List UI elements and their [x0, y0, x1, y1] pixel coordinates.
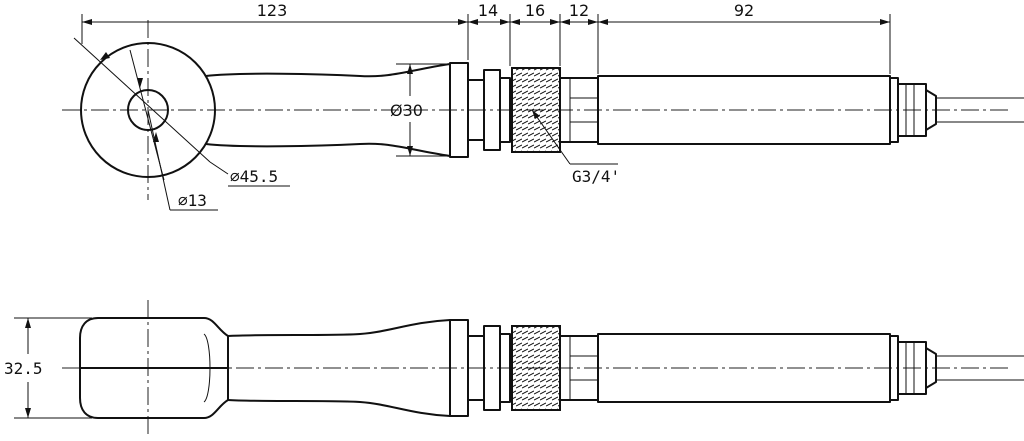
bottom-threaded-section: [511, 325, 561, 411]
ring-3: [499, 77, 511, 143]
eye-diameter-leaders: [73, 37, 290, 211]
dim-14-label: 14: [478, 1, 498, 20]
thread-spec-label: G3/4': [572, 167, 620, 186]
neck-diameter-dimension: [396, 63, 446, 157]
cable-gland: [897, 83, 927, 137]
dim-123-label: 123: [257, 1, 288, 20]
eye-thickness-label: 32.5: [4, 359, 43, 378]
gland-tip: [925, 89, 937, 131]
top-view: 123 14 16 12 92 ⌀45.5 ⌀13 Ø30: [62, 1, 1024, 211]
neck-diameter-label: Ø30: [390, 101, 423, 120]
dim-92-label: 92: [734, 1, 754, 20]
flat-eye: [79, 317, 229, 419]
top-dimension-chain: [81, 14, 891, 74]
hole-diameter-label: ⌀13: [178, 191, 207, 210]
eye-outer-circle: [80, 42, 216, 178]
bottom-cable-gland: [897, 341, 927, 395]
bottom-view: 32.5: [4, 300, 1024, 434]
outer-diameter-label: ⌀45.5: [230, 167, 278, 186]
thread-leader: [531, 109, 618, 165]
eye-hole: [127, 89, 169, 131]
bottom-ring-3: [499, 333, 511, 403]
bottom-gland-tip: [925, 347, 937, 389]
eye-thickness-dimension: [14, 317, 92, 419]
dim-12-label: 12: [569, 1, 589, 20]
dim-16-label: 16: [525, 1, 545, 20]
